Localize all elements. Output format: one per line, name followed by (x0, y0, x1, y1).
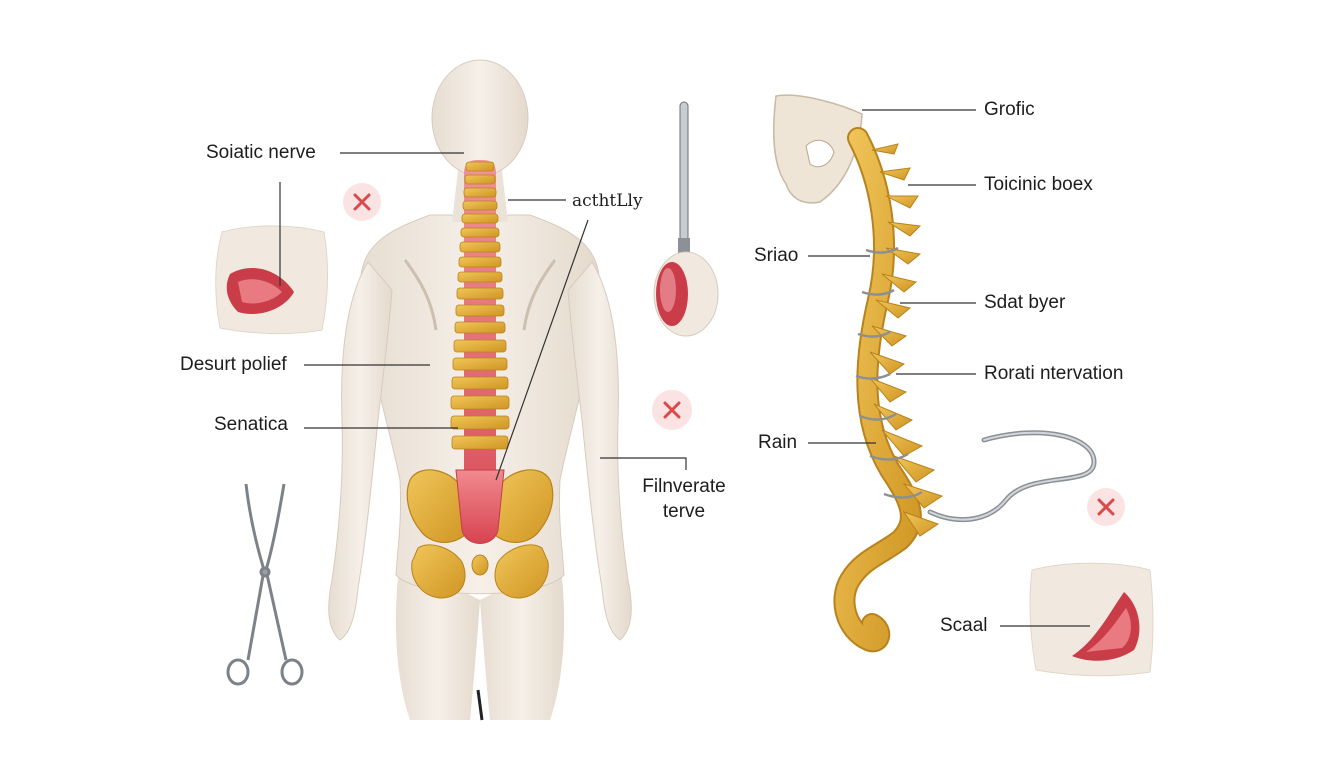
close-x-icon (343, 183, 381, 221)
skin-lesion-icon (1029, 562, 1154, 677)
label-toicinic-boex: Toicinic boex (984, 174, 1093, 195)
label-filnverate-line1: Filnverate (642, 476, 726, 497)
catheter-wire-icon (927, 430, 1097, 523)
close-x-icon (1087, 488, 1125, 526)
label-rorati-ntervation: Rorati ntervation (984, 363, 1124, 384)
lateral-spine (773, 94, 944, 653)
label-sriao: Sriao (754, 245, 799, 266)
label-grofic: Grofic (984, 99, 1035, 120)
label-scaal: Scaal (940, 615, 988, 636)
close-x-icon (652, 390, 692, 430)
label-filnverate: Filnverate terve (636, 476, 732, 523)
label-rain: Rain (758, 432, 798, 453)
needle-probe-icon (653, 101, 719, 337)
label-desurt-polief: Desurt polief (180, 354, 287, 375)
figure-spine (450, 160, 510, 490)
label-sciatic-nerve: Soiatic nerve (206, 142, 316, 163)
label-senatica: Senatica (214, 414, 288, 435)
surgical-scissors-icon (226, 483, 304, 686)
leader-lines (279, 109, 1090, 627)
label-filnverate-line2: terve (662, 501, 706, 522)
skin-lesion-icon (215, 225, 329, 335)
label-sdat-byer: Sdat byer (984, 292, 1066, 313)
label-activity: acthtLly (572, 191, 643, 211)
figure-pelvis (406, 469, 554, 599)
